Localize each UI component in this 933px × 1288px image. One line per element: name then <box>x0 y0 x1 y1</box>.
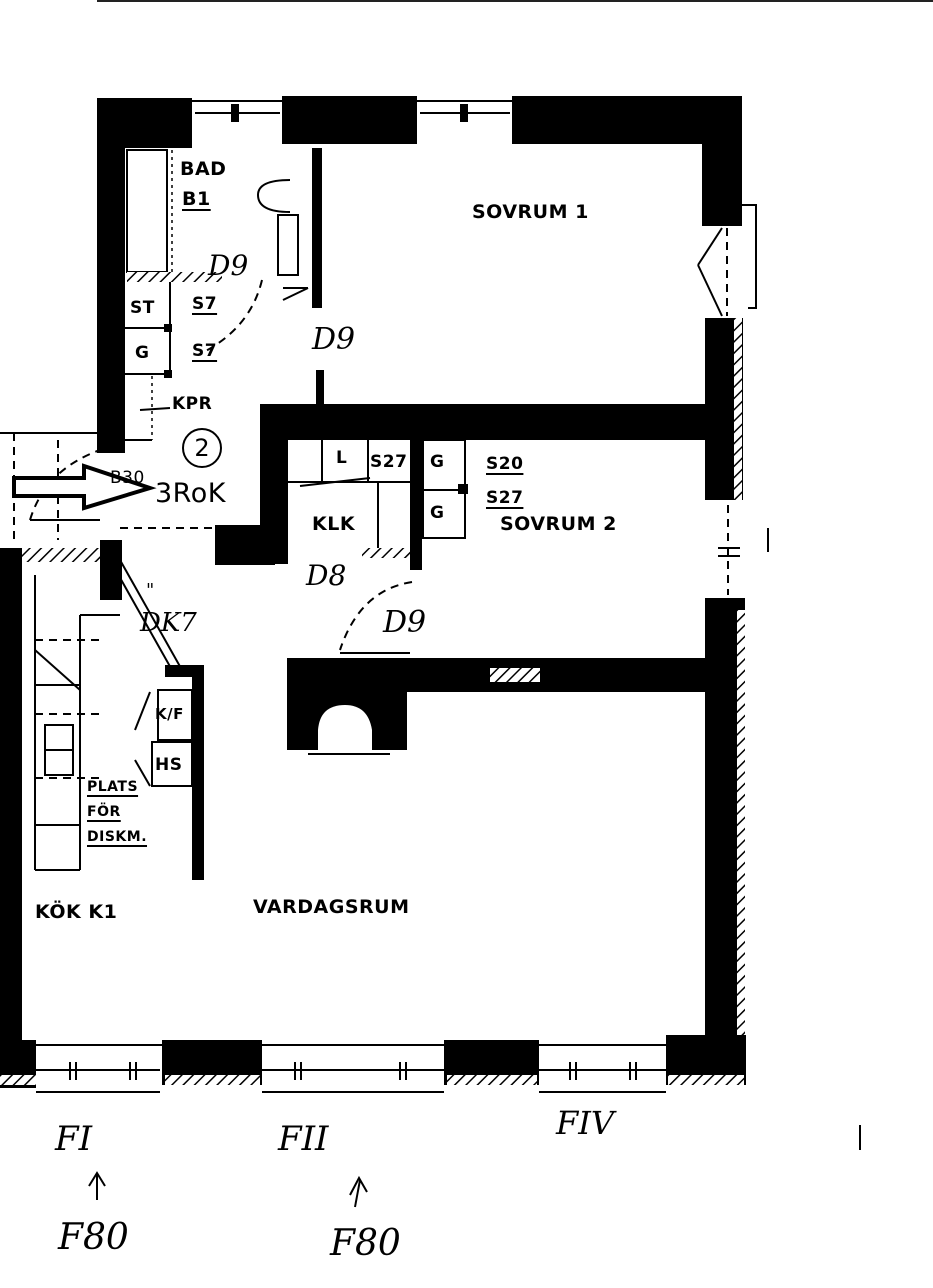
hall-storage <box>125 282 324 441</box>
fridge-freezer-label: K/F <box>155 705 184 723</box>
left-walls <box>0 98 255 1088</box>
room-bathroom-code: B1 <box>182 188 211 210</box>
door-klk-annotation: D8 <box>306 559 347 592</box>
closet-g1-label: G <box>430 452 445 472</box>
fixture-s27-bedroom: S27 <box>486 488 524 508</box>
window-middle-ref: F80 <box>330 1223 401 1264</box>
up-arrow-icon-left <box>88 1171 106 1200</box>
entrance-code-label: B30 <box>110 468 145 488</box>
room-bathroom-label: BAD <box>180 158 227 180</box>
top-border-line <box>97 0 933 2</box>
room-living-room-label: VARDAGSRUM <box>253 896 410 918</box>
hall-cabinet-label: KPR <box>172 394 213 414</box>
fixture-s7-bottom: S7 <box>192 341 218 361</box>
fireplace-wall <box>287 658 707 755</box>
fixture-s27-klk: S27 <box>370 452 408 472</box>
door-bedroom1-annotation: D9 <box>312 322 356 357</box>
window-right-label: FIV <box>556 1104 614 1142</box>
window-left-ref: F80 <box>58 1217 129 1258</box>
bathroom-fixtures <box>126 148 322 356</box>
fixture-s20: S20 <box>486 454 524 474</box>
kitchen-fixtures <box>34 559 204 880</box>
storage-g-label: G <box>135 343 150 363</box>
apartment-number-badge: 2 <box>182 428 222 468</box>
room-kitchen-label: KÖK K1 <box>35 901 118 923</box>
door-kitchen-annotation: DK7 <box>140 608 197 638</box>
window-left-label: FI <box>55 1119 93 1159</box>
top-exterior-wall <box>97 96 742 148</box>
storage-st-label: ST <box>130 298 155 318</box>
room-bedroom2-label: SOVRUM 2 <box>500 513 617 535</box>
tall-cabinet-label: HS <box>155 755 183 775</box>
room-bedroom1-label: SOVRUM 1 <box>472 201 589 223</box>
door-bath-annotation: D9 <box>208 249 249 282</box>
kitchen-mark: " <box>146 580 155 601</box>
window-middle-label: FII <box>278 1119 329 1159</box>
up-arrow-icon-middle <box>349 1175 368 1208</box>
central-walls <box>215 404 708 654</box>
entrance-arrow-icon <box>12 463 157 511</box>
fixture-s7-top: S7 <box>192 294 218 314</box>
bottom-exterior-wall <box>0 1035 861 1150</box>
dishwasher-label-line2: FÖR <box>87 804 121 820</box>
apartment-type-label: 3RoK <box>155 478 226 509</box>
closet-g2-label: G <box>430 503 445 523</box>
linen-l-label: L <box>336 448 348 468</box>
door-bedroom2-annotation: D9 <box>383 605 427 640</box>
room-walk-in-closet-label: KLK <box>312 513 356 535</box>
right-exterior-wall <box>697 96 769 1063</box>
dishwasher-label-line3: DISKM. <box>87 829 148 845</box>
dishwasher-label-line1: PLATS <box>87 779 139 795</box>
